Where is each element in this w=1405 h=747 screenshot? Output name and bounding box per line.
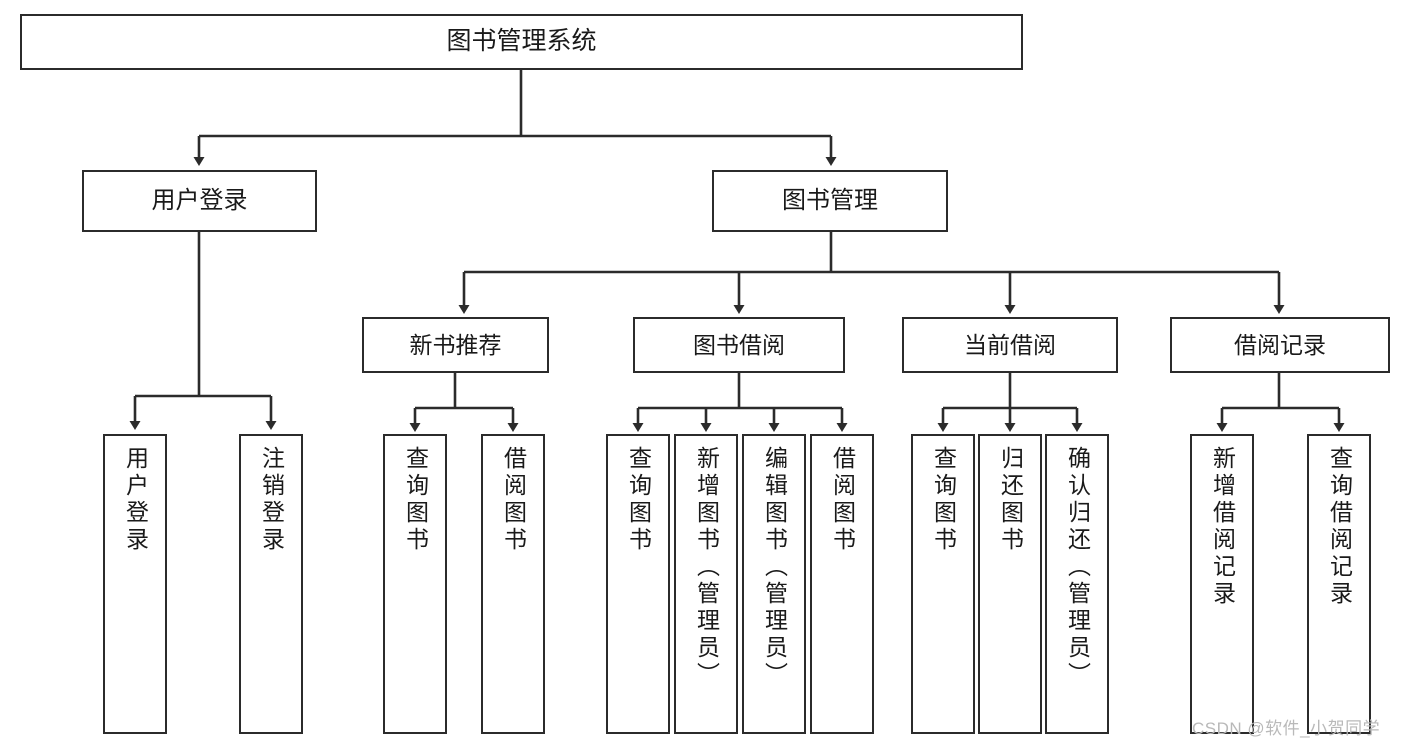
leaf-confirm-return-admin[interactable]: 确认归还（管理员） <box>1045 434 1109 734</box>
node-borrow-record[interactable]: 借阅记录 <box>1170 317 1390 373</box>
node-root-label: 图书管理系统 <box>446 27 597 56</box>
node-user-login[interactable]: 用户登录 <box>82 170 317 232</box>
node-new-book-recommend[interactable]: 新书推荐 <box>362 317 549 373</box>
leaf-add-book-admin-label: 新增图书（管理员） <box>693 446 720 689</box>
csdn-watermark: CSDN @软件_小贺同学 <box>1192 719 1381 738</box>
node-current-borrow[interactable]: 当前借阅 <box>902 317 1118 373</box>
leaf-query-book-1[interactable]: 查询图书 <box>383 434 447 734</box>
leaf-query-book-3-label: 查询图书 <box>930 446 957 554</box>
leaf-return-book[interactable]: 归还图书 <box>978 434 1042 734</box>
leaf-return-book-label: 归还图书 <box>997 446 1024 554</box>
node-book-manage-label: 图书管理 <box>782 187 878 214</box>
node-current-borrow-label: 当前借阅 <box>964 331 1056 358</box>
leaf-borrow-book-1[interactable]: 借阅图书 <box>481 434 545 734</box>
node-new-book-recommend-label: 新书推荐 <box>409 331 502 358</box>
leaf-borrow-book-1-label: 借阅图书 <box>500 446 527 554</box>
leaf-query-book-2[interactable]: 查询图书 <box>606 434 670 734</box>
node-book-borrow[interactable]: 图书借阅 <box>633 317 845 373</box>
leaf-query-borrow-record-label: 查询借阅记录 <box>1326 446 1353 608</box>
leaf-logout-login-label: 注销登录 <box>258 446 285 554</box>
leaf-edit-book-admin-label: 编辑图书（管理员） <box>761 446 788 689</box>
node-book-borrow-label: 图书借阅 <box>693 331 785 358</box>
leaf-add-book-admin[interactable]: 新增图书（管理员） <box>674 434 738 734</box>
leaf-borrow-book-2-label: 借阅图书 <box>829 446 856 554</box>
leaf-query-book-1-label: 查询图书 <box>402 446 429 554</box>
node-root[interactable]: 图书管理系统 <box>20 14 1023 70</box>
leaf-query-book-2-label: 查询图书 <box>625 446 652 554</box>
leaf-edit-book-admin[interactable]: 编辑图书（管理员） <box>742 434 806 734</box>
leaf-user-login[interactable]: 用户登录 <box>103 434 167 734</box>
leaf-confirm-return-admin-label: 确认归还（管理员） <box>1064 446 1091 689</box>
node-borrow-record-label: 借阅记录 <box>1234 331 1326 358</box>
node-book-manage[interactable]: 图书管理 <box>712 170 948 232</box>
leaf-user-login-label: 用户登录 <box>122 446 149 554</box>
leaf-add-borrow-record-label: 新增借阅记录 <box>1209 446 1236 608</box>
leaf-query-book-3[interactable]: 查询图书 <box>911 434 975 734</box>
leaf-query-borrow-record[interactable]: 查询借阅记录 <box>1307 434 1371 734</box>
leaf-borrow-book-2[interactable]: 借阅图书 <box>810 434 874 734</box>
node-user-login-label: 用户登录 <box>151 187 248 214</box>
leaf-add-borrow-record[interactable]: 新增借阅记录 <box>1190 434 1254 734</box>
leaf-logout-login[interactable]: 注销登录 <box>239 434 303 734</box>
